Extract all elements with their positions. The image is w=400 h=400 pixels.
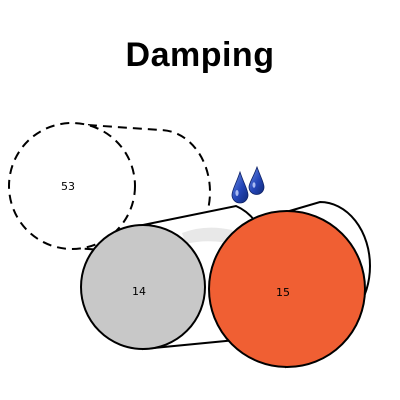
water-drops-icon — [231, 165, 265, 204]
left-roll-end — [80, 224, 206, 350]
water-drop-left — [231, 170, 249, 204]
right-roll: 15 — [208, 200, 371, 369]
roll-label-15: 15 — [276, 286, 290, 299]
roll-label-14: 14 — [132, 285, 146, 298]
water-drop-right — [248, 165, 265, 195]
diagram-title: Damping — [125, 36, 275, 74]
dashed-roll-end — [8, 122, 136, 250]
right-roll-end — [208, 210, 366, 368]
roll-label-53: 53 — [61, 180, 75, 193]
